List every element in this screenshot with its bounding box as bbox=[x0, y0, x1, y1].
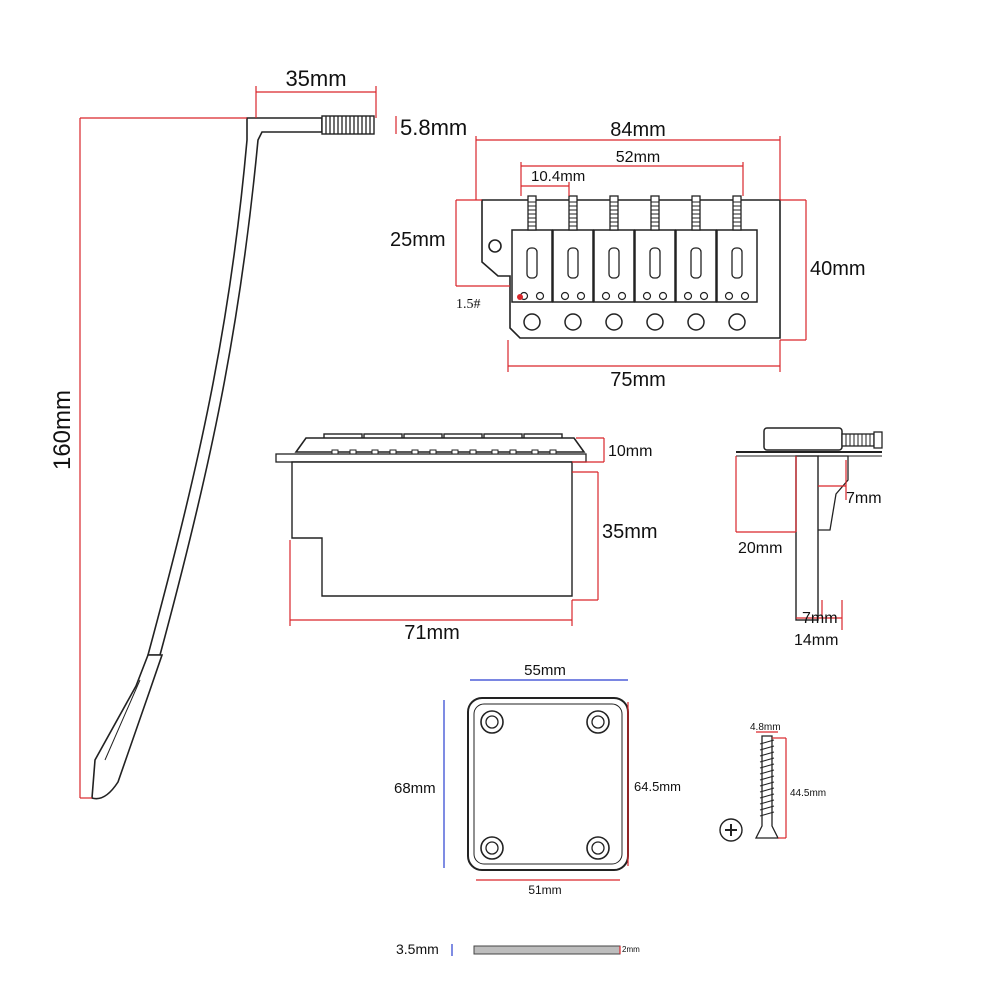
arm-dimensions bbox=[79, 86, 397, 799]
end-14mm-label: 14mm bbox=[794, 632, 838, 649]
neck-plate bbox=[467, 697, 629, 871]
arm-length-label: 160mm bbox=[49, 390, 76, 470]
top-span-label: 52mm bbox=[616, 149, 660, 166]
top-width-label: 84mm bbox=[610, 119, 666, 141]
end-20mm-label: 20mm bbox=[738, 540, 782, 557]
arm-width-label: 35mm bbox=[285, 66, 346, 91]
screw-dimensions bbox=[756, 731, 787, 839]
top-height-label: 40mm bbox=[810, 258, 866, 280]
plate-inner-width-label: 51mm bbox=[528, 883, 561, 897]
bridge-end-view bbox=[736, 427, 883, 621]
side-view-dimensions bbox=[289, 437, 605, 626]
plate-width-label: 55mm bbox=[524, 662, 566, 679]
plate-inner-height-label: 64.5mm bbox=[634, 779, 681, 794]
arm-thread-label: 5.8mm bbox=[400, 115, 467, 140]
side-height-small-label: 10mm bbox=[608, 443, 652, 460]
top-bottom-width-label: 75mm bbox=[610, 369, 666, 391]
side-block-height-label: 35mm bbox=[602, 521, 658, 543]
top-height-small-label: 25mm bbox=[390, 229, 446, 251]
screw bbox=[719, 735, 780, 842]
screw-length-label: 44.5mm bbox=[790, 788, 826, 799]
side-width-label: 71mm bbox=[404, 622, 460, 644]
top-screw-label: 1.5# bbox=[456, 297, 481, 312]
bridge-top-view bbox=[481, 195, 781, 339]
top-view-dimensions bbox=[455, 136, 807, 372]
end-view-dimensions bbox=[735, 456, 847, 630]
end-7mm-top-label: 7mm bbox=[846, 490, 882, 507]
thickness-small-label: 2mm bbox=[622, 945, 640, 954]
screw-head-label: 4.8mm bbox=[750, 722, 781, 733]
thickness-label: 3.5mm bbox=[396, 941, 439, 957]
end-7mm-bottom-label: 7mm bbox=[802, 610, 838, 627]
neck-plate-dimensions bbox=[443, 679, 629, 881]
bridge-side-view bbox=[275, 433, 587, 597]
top-spacing-label: 10.4mm bbox=[531, 168, 585, 185]
plate-height-label: 68mm bbox=[394, 780, 436, 797]
gasket bbox=[451, 944, 621, 956]
tremolo-arm bbox=[91, 115, 375, 800]
